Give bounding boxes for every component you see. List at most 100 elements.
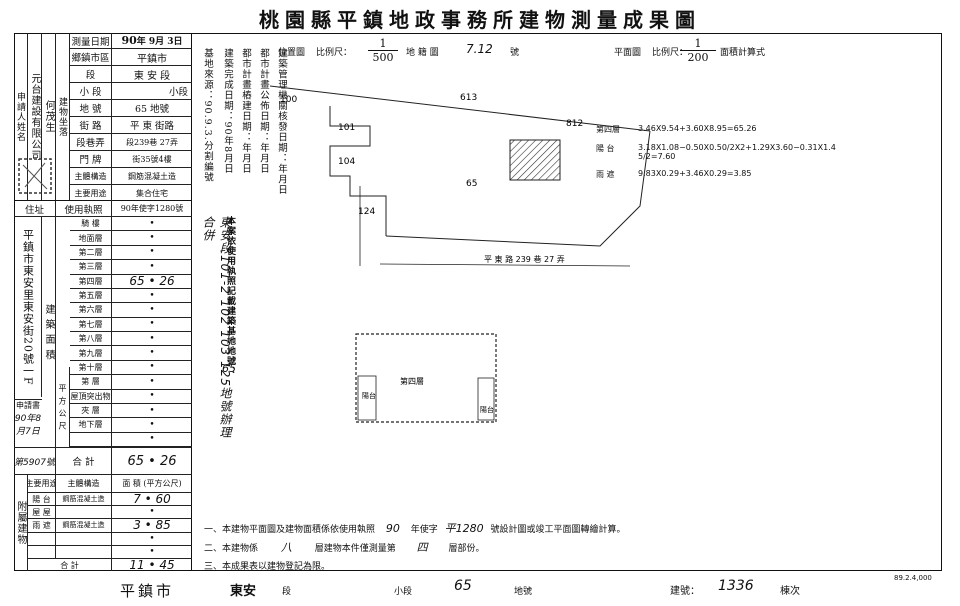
balcony-left-label: 陽台: [362, 391, 376, 400]
parcel-label: 124: [358, 207, 375, 217]
floor-row-label: 第三層: [70, 260, 112, 274]
floor-row-label: 第四層: [70, 274, 112, 288]
footer-building-label: 建號：: [670, 586, 700, 597]
floor-row-label: 地面層: [70, 231, 112, 245]
permit-issue-date: 建築管理機關核發日期：年月日: [276, 48, 287, 195]
appendages-header-use: 主要用途: [28, 475, 56, 492]
base-lot-note: 本案依使用執照記載建築基地地號：: [225, 216, 235, 376]
floor-row-value: •: [149, 247, 155, 258]
footer-section: 東安: [230, 584, 257, 599]
calc-label: 陽 台: [596, 144, 615, 153]
address-label: 住址: [14, 201, 56, 216]
floor-plan-label: 平面圖: [614, 48, 642, 58]
floor-row: 騎 樓 •: [70, 217, 192, 232]
floor-row-value: •: [149, 218, 155, 229]
floor-row: 第十層•: [70, 360, 192, 376]
survey-row: 鄉鎮市區 平鎮市: [70, 49, 192, 66]
lot-boundary: [329, 106, 387, 236]
parcel-label: 101: [338, 123, 355, 133]
applicant-name: 元台建設有限公司: [28, 33, 42, 200]
floor-row: 地下層•: [70, 418, 192, 433]
floor-scale-den: 200: [687, 51, 709, 64]
lot-boundary: [270, 85, 651, 132]
balcony-outline-right: [477, 377, 495, 421]
applicant-label: 申請人姓名: [14, 33, 28, 200]
floor-row-value: •: [149, 405, 155, 416]
floor-row-label: 第九層: [70, 346, 112, 360]
survey-date-label: 測量日期: [70, 33, 112, 48]
survey-row: 小 段 小段: [70, 83, 192, 100]
stake-date: 都市計畫樁建日期：年月日: [240, 48, 251, 174]
appendage-label: 屋 屋: [28, 506, 56, 519]
appendage-value: •: [149, 533, 155, 544]
cadastral-sheet-label: 地 籍 圖: [406, 48, 439, 58]
floor-row-value: •: [149, 434, 155, 445]
note-3: 三、本成果表以建物登記為限。: [204, 562, 331, 572]
completion-date: 建築完成日期：90年8月日: [222, 48, 233, 175]
appendage-struct: 鋼筋混凝土造: [56, 519, 112, 532]
floor-row: •: [70, 432, 192, 447]
floor-row: 第六層•: [70, 303, 192, 318]
floor-row-label: 第六層: [70, 303, 112, 317]
survey-row: 地 號 65 地號: [70, 100, 192, 117]
calc-label: 第四層: [596, 125, 620, 134]
balcony-right-label: 陽台: [480, 405, 494, 414]
parcel-label: 100: [280, 95, 297, 105]
appendages-group: 附屬建物: [14, 475, 28, 571]
appendage-label: [28, 545, 56, 558]
appendages-total-row: 合 計 11 • 45: [28, 559, 192, 571]
survey-row: 主體構造 鋼筋混凝土造: [70, 168, 192, 185]
floor-outline: [355, 333, 497, 423]
floor-row-value: •: [149, 348, 155, 359]
floor-area-group: 建 築 面 積: [42, 217, 56, 447]
plan-publish-date: 都市計畫公佈日期：年月日: [258, 48, 269, 174]
survey-row: 段巷弄 段239巷 27弄: [70, 134, 192, 151]
floor-plan-header: 平面圖 比例尺： 1 200 面積計算式: [614, 37, 814, 65]
floor-row-value: •: [149, 391, 155, 402]
survey-row: 街 路 平 東 街路: [70, 117, 192, 134]
appendage-value: 7 • 60: [133, 493, 171, 506]
floors-total-label: 合 計: [56, 448, 112, 474]
floor-row: 第八層•: [70, 332, 192, 347]
floor-row: 第四層 65 • 26: [70, 274, 192, 289]
footer-sub-unit: 小段: [394, 587, 413, 597]
footer-building-number: 1336: [718, 578, 754, 594]
calc-label: 雨 遮: [596, 170, 615, 179]
cadastral-sheet-unit: 號: [510, 48, 520, 58]
survey-row: 門 牌 街35號4樓: [70, 151, 192, 168]
floor-row-value: •: [149, 233, 155, 244]
survey-row: 段 東 安 段: [70, 66, 192, 83]
floor-row: 屋頂突出物•: [70, 389, 192, 404]
request-value: 90年8月7日: [14, 414, 42, 437]
appendages-total-value: 11 • 45: [129, 559, 175, 571]
floor-row-value: •: [149, 290, 155, 301]
base-source: 基地來源：90.9.3.分割編號: [202, 48, 213, 183]
floors-total-value: 65 • 26: [127, 453, 177, 469]
floor-row-label: 騎 樓: [70, 217, 112, 231]
floor-row-label: 地下層: [70, 418, 112, 432]
appendage-label: 陽 台: [28, 493, 56, 506]
appendage-struct: [56, 545, 112, 558]
location-scale-den: 500: [372, 51, 394, 64]
appendage-struct: [56, 506, 112, 519]
appendage-struct: 鋼筋混凝土造: [56, 493, 112, 506]
appendage-row: •: [28, 545, 192, 559]
location-map-header: 位置圖 比例尺： 1 500 地 籍 圖 7.12 號: [278, 37, 608, 65]
appendage-row: 陽 台鋼筋混凝土造 7 • 60: [28, 493, 192, 507]
appendages-header: 主要用途 主體構造 面 積 (平方公尺): [28, 475, 192, 493]
subject-building: [509, 139, 561, 181]
road-label: 平 東 路 239 巷 27 弄: [484, 254, 565, 264]
floor-row: 第九層 •: [70, 346, 192, 361]
footer-lot: 65: [454, 578, 472, 594]
address-value: 平鎮市東安里東安街20號一F: [14, 217, 42, 397]
floor-row-label: 第七層: [70, 317, 112, 331]
floor-row-value: 65 • 26: [129, 274, 175, 288]
